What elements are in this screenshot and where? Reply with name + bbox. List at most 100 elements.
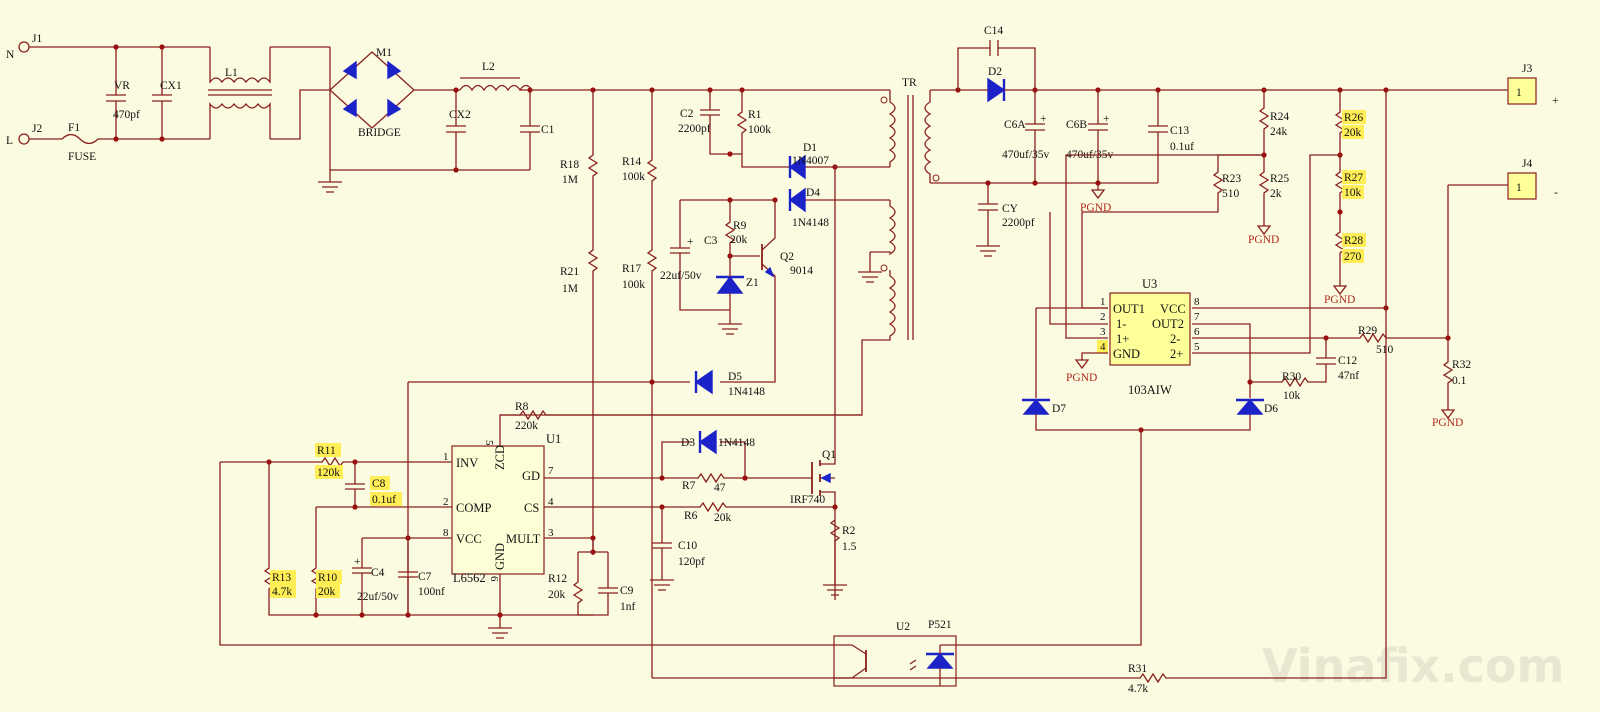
r25-ref: R25 <box>1270 173 1289 185</box>
r18-value: 1M <box>562 174 578 186</box>
pgnd-label-1: PGND <box>1080 202 1111 214</box>
u3-pin6-num: 6 <box>1194 326 1200 338</box>
tr-secondary-winding <box>924 90 932 183</box>
bridge-ref: M1 <box>376 47 392 59</box>
c2-ref: C2 <box>680 108 694 120</box>
z1-zener <box>716 275 744 294</box>
d1-diode <box>788 154 806 180</box>
l2-coil <box>459 84 533 92</box>
d7-ref: D7 <box>1052 403 1066 415</box>
r31-ref: R31 <box>1128 663 1147 675</box>
d3-ref: D3 <box>681 437 695 449</box>
c14-ref: C14 <box>984 25 1003 37</box>
u1-pin-comp: COMP <box>456 501 491 515</box>
j3-connector <box>1507 77 1537 105</box>
r2-value: 1.5 <box>842 541 857 553</box>
u1-pin-gd: GD <box>522 469 540 483</box>
pgnd-label-4: PGND <box>1066 372 1097 384</box>
c6a-value: 470uf/35v <box>1002 149 1050 161</box>
pgnd-label-3: PGND <box>1324 294 1355 306</box>
u3-pin7-num: 7 <box>1194 311 1200 323</box>
u3-ic <box>1109 292 1191 366</box>
r30-value: 10k <box>1283 390 1301 402</box>
u1-pin2-num: 2 <box>443 496 449 508</box>
d3-diode <box>698 429 717 455</box>
u1-pin-zcd: ZCD <box>493 445 507 470</box>
d1-value: 1N4007 <box>792 155 829 167</box>
vr-ref: VR <box>114 80 130 92</box>
z1-ref: Z1 <box>746 277 759 289</box>
j1-label: J1 <box>32 33 42 45</box>
q2-ref: Q2 <box>780 251 794 263</box>
u1-pin-cs: CS <box>524 501 539 515</box>
u3-pin-vcc: VCC <box>1160 302 1186 316</box>
r1-ref: R1 <box>748 109 762 121</box>
r28-ref: R28 <box>1344 235 1363 247</box>
r12-value: 20k <box>548 589 566 601</box>
plus-sign: + <box>1552 95 1559 107</box>
d5-diode <box>694 369 713 395</box>
u1-pin6-num: 6 <box>488 576 500 582</box>
c13-ref: C13 <box>1170 125 1189 137</box>
u1-pin8-num: 8 <box>443 527 449 539</box>
u3-pin-in2p: 2+ <box>1170 347 1183 361</box>
u1-pin7-num: 7 <box>548 465 554 477</box>
r2-ref: R2 <box>842 525 856 537</box>
c3-ref: C3 <box>704 235 718 247</box>
j4-connector <box>1507 172 1537 200</box>
l2-ref: L2 <box>482 61 495 73</box>
c7-value: 100nf <box>418 586 445 598</box>
c8-value: 0.1uf <box>372 494 396 506</box>
r14-ref: R14 <box>622 156 641 168</box>
l1-winding-top <box>209 47 271 84</box>
c12-ref: C12 <box>1338 355 1357 367</box>
r32-value: 0.1 <box>1452 375 1467 387</box>
pgnd-label-2: PGND <box>1248 234 1279 246</box>
d4-diode <box>788 187 806 213</box>
r17-value: 100k <box>622 279 645 291</box>
c6a-ref: C6A <box>1004 119 1026 131</box>
u1-part: L6562 <box>453 571 486 585</box>
u2-optocoupler <box>833 635 957 687</box>
d5-ref: D5 <box>728 371 742 383</box>
d1-ref: D1 <box>803 142 817 154</box>
u1-pin-vcc: VCC <box>456 532 482 546</box>
c6b-ref: C6B <box>1066 119 1087 131</box>
j4-label: J4 <box>1522 158 1532 170</box>
u1-ref: U1 <box>546 432 561 446</box>
r31-value: 4.7k <box>1128 683 1148 695</box>
r7-value: 47 <box>714 482 726 494</box>
pgnd-label-5: PGND <box>1432 417 1463 429</box>
fuse-symbol <box>61 133 99 145</box>
r8-ref: R8 <box>515 401 529 413</box>
u1-pin5-num: 5 <box>483 440 495 446</box>
u3-pin4-num: 4 <box>1100 341 1106 353</box>
u3-part: 103AIW <box>1128 383 1172 397</box>
r7-ref: R7 <box>682 480 696 492</box>
c6a-plus: + <box>1040 113 1047 125</box>
u3-pin-out1: OUT1 <box>1113 302 1145 316</box>
c13-value: 0.1uf <box>1170 141 1194 153</box>
u3-pin-in1n: 1- <box>1116 317 1126 331</box>
primary-side: R18 1M R21 1M R14 100k R17 100k C2 2200p… <box>219 77 940 678</box>
c4-value: 22uf/50v <box>357 591 399 603</box>
r30-ref: R30 <box>1282 371 1301 383</box>
bridge-name: BRIDGE <box>358 127 401 139</box>
fuse-ref: F1 <box>68 122 80 134</box>
fuse-name: FUSE <box>68 151 96 163</box>
r1-value: 100k <box>748 124 771 136</box>
u3-pin2-num: 2 <box>1100 311 1106 323</box>
u2-part: P521 <box>928 619 952 631</box>
n-terminal-label: N <box>6 49 15 61</box>
c2-value: 2200pf <box>678 123 711 135</box>
j3-pin: 1 <box>1516 87 1522 99</box>
c9-value: 1nf <box>620 601 636 613</box>
u3-pin-out2: OUT2 <box>1152 317 1184 331</box>
u3-pin8-num: 8 <box>1194 296 1200 308</box>
d7-diode <box>1022 398 1050 415</box>
r11-ref: R11 <box>317 445 336 457</box>
c10-value: 120pf <box>678 556 705 568</box>
u3-pin-in2n: 2- <box>1170 332 1180 346</box>
c4-plus: + <box>354 556 361 568</box>
